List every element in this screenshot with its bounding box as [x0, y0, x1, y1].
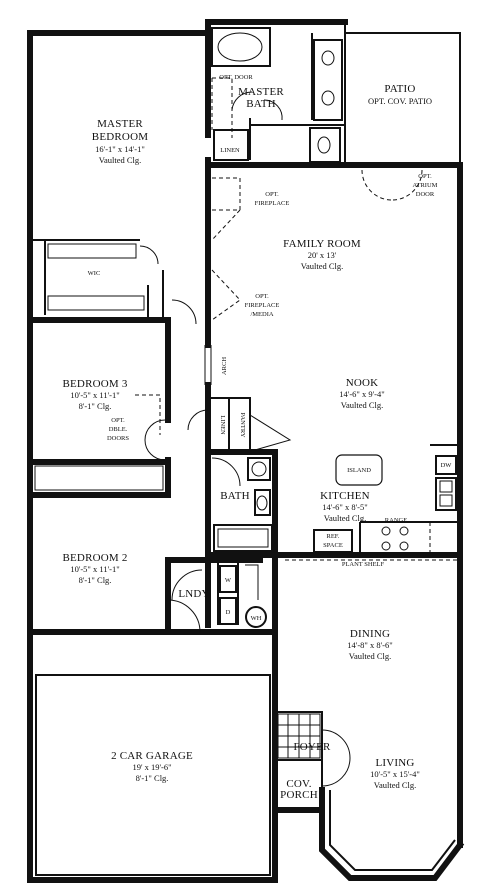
opt-fireplace-media-3: /MEDIA	[250, 311, 273, 318]
family-room-name: FAMILY ROOM	[283, 238, 361, 250]
porch-name-1: COV.	[286, 778, 311, 790]
bath-name: BATH	[220, 490, 250, 502]
linen-hall-label: LINEN	[219, 415, 226, 435]
dining-name: DINING	[350, 628, 390, 640]
kitchen-ceiling: Vaulted Clg.	[324, 513, 367, 523]
bedroom3-name: BEDROOM 3	[62, 378, 127, 390]
kitchen-name: KITCHEN	[320, 490, 370, 502]
foyer-name: FOYER	[293, 741, 331, 753]
bedroom3-dims: 10'-5" x 11'-1"	[70, 390, 119, 400]
ref-label-2: SPACE	[323, 542, 343, 549]
arch-label: ARCH	[221, 357, 228, 375]
porch-name-2: PORCH	[280, 789, 318, 801]
master-bedroom-dims: 16'-1" x 14'-1"	[95, 144, 145, 154]
opt-door-label: OPT. DOOR	[219, 74, 253, 81]
water-heater-label: WH	[251, 615, 262, 622]
master-bedroom-name-1: MASTER	[97, 118, 143, 130]
living-ceiling: Vaulted Clg.	[374, 780, 417, 790]
foyer-tile	[277, 713, 321, 759]
dryer-label: D	[226, 609, 231, 616]
kitchen-island	[335, 454, 383, 486]
room-labels: MASTER BEDROOM 16'-1" x 14'-1" Vaulted C…	[62, 74, 452, 801]
plant-shelf-label: PLANT SHELF	[342, 561, 385, 568]
master-bath-name-1: MASTER	[238, 86, 284, 98]
ref-label-1: REF.	[326, 533, 339, 540]
patio-note: OPT. COV. PATIO	[368, 96, 432, 106]
opt-atrium-2: ATRIUM	[413, 182, 438, 189]
bedroom2-ceiling: 8'-1" Clg.	[79, 575, 112, 585]
master-tub	[211, 27, 271, 67]
opt-atrium-3: DOOR	[416, 191, 435, 198]
dining-ceiling: Vaulted Clg.	[349, 651, 392, 661]
fixtures	[34, 27, 460, 876]
dining-dims: 14'-8" x 8'-6"	[347, 640, 392, 650]
master-bath-name-2: BATH	[246, 98, 276, 110]
kitchen-dims: 14'-6" x 8'-5"	[322, 502, 367, 512]
nook-ceiling: Vaulted Clg.	[341, 400, 384, 410]
family-room-dims: 20' x 13'	[308, 250, 337, 260]
range-label: RANGE	[385, 517, 407, 524]
living-dims: 10'-5" x 15'-4"	[370, 769, 420, 779]
island-label: ISLAND	[347, 467, 371, 474]
laundry-name: LNDY	[178, 588, 209, 600]
nook-dims: 14'-6" x 9'-4"	[339, 389, 384, 399]
opt-dble-doors-2: DBLE.	[109, 426, 128, 433]
living-name: LIVING	[375, 757, 414, 769]
garage-ceiling: 8'-1" Clg.	[136, 773, 169, 783]
water-heater	[245, 606, 267, 628]
opt-atrium-1: OPT.	[418, 173, 432, 180]
master-bedroom-ceiling: Vaulted Clg.	[99, 155, 142, 165]
opt-fireplace-media-2: FIREPLACE	[245, 302, 280, 309]
master-bedroom-name-2: BEDROOM	[92, 131, 148, 143]
opt-fireplace-top-2: FIREPLACE	[255, 200, 290, 207]
family-room-ceiling: Vaulted Clg.	[301, 261, 344, 271]
nook-name: NOOK	[346, 377, 379, 389]
patio-name: PATIO	[384, 83, 415, 95]
garage-dims: 19' x 19'-6"	[132, 762, 171, 772]
garage-name: 2 CAR GARAGE	[111, 750, 193, 762]
dw-label: DW	[441, 462, 453, 469]
wic-label: WIC	[88, 270, 101, 277]
opt-dble-doors-1: OPT.	[111, 417, 125, 424]
opt-fireplace-media-1: OPT.	[255, 293, 269, 300]
dishwasher	[435, 455, 457, 475]
linen-master-label: LINEN	[220, 147, 240, 154]
bedroom2-name: BEDROOM 2	[62, 552, 127, 564]
bedroom3-ceiling: 8'-1" Clg.	[79, 401, 112, 411]
opt-fireplace-top-1: OPT.	[265, 191, 279, 198]
bedroom2-dims: 10'-5" x 11'-1"	[70, 564, 119, 574]
opt-dble-doors-3: DOORS	[107, 435, 129, 442]
pantry-label: PANTRY	[239, 412, 246, 437]
interior-walls	[27, 19, 463, 790]
exterior-walls	[27, 19, 465, 883]
washer-label: W	[225, 577, 232, 584]
